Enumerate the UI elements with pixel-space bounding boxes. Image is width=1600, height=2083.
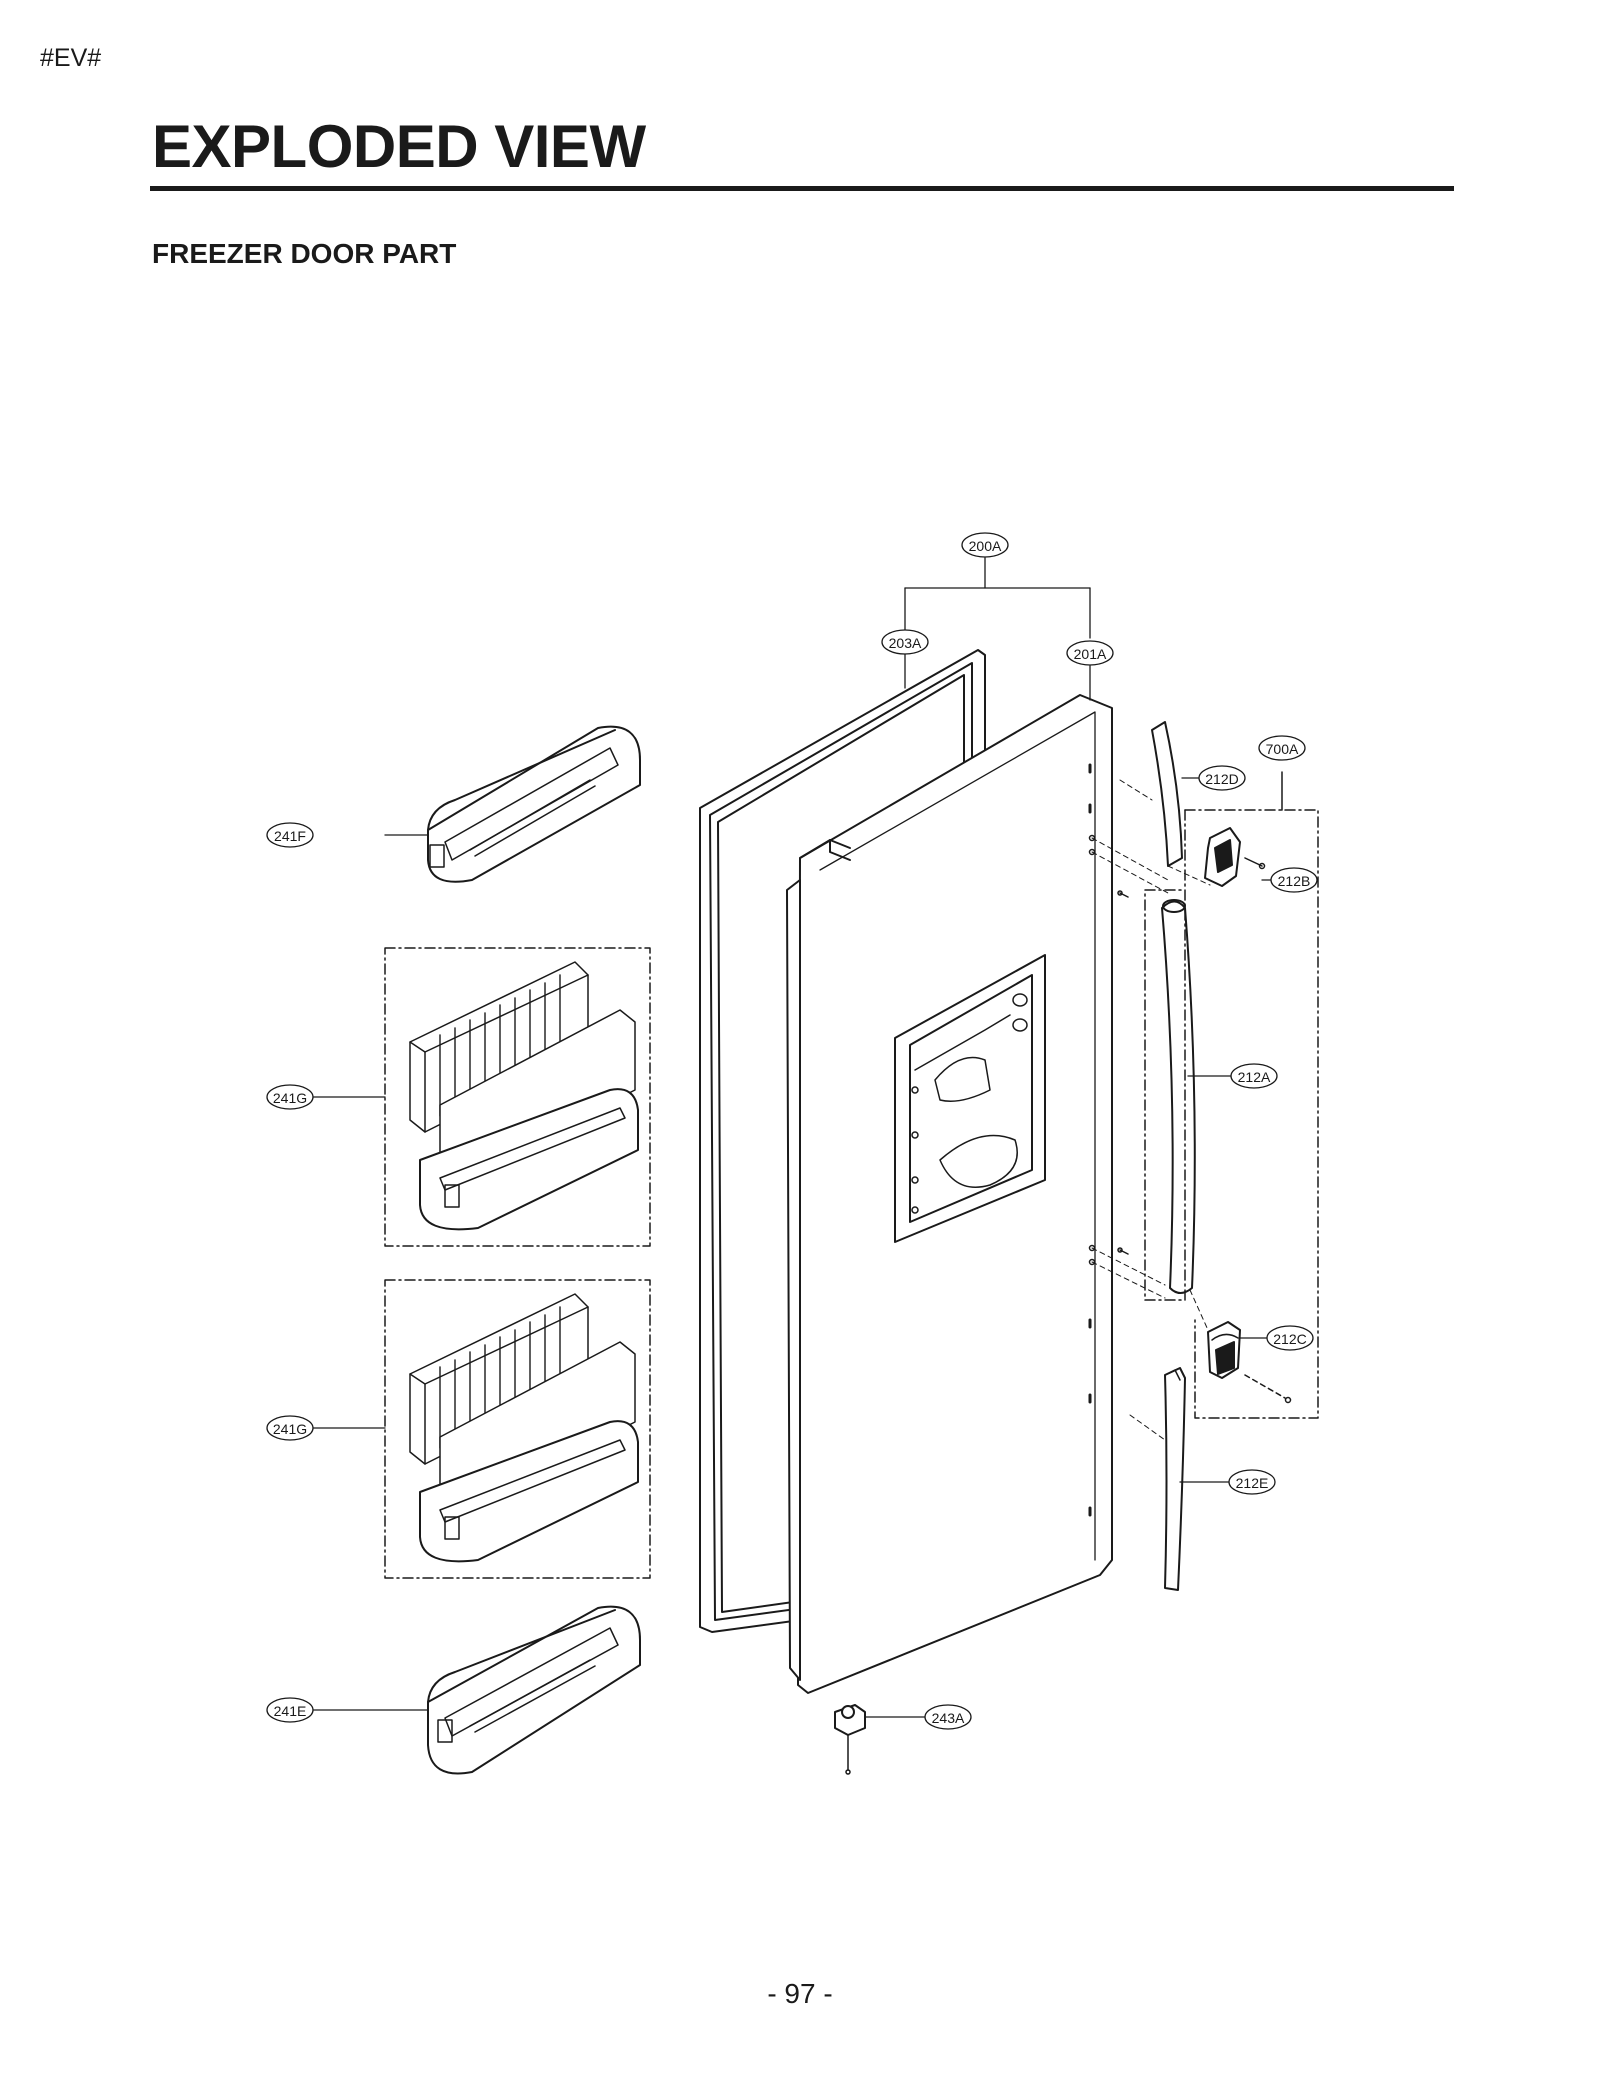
- callout-oval-241G-upper: [266, 1084, 314, 1110]
- page-title: EXPLODED VIEW: [152, 113, 646, 180]
- leader-lines: [311, 557, 1273, 1718]
- callout-oval-200A: [961, 532, 1009, 558]
- page-number: - 97 -: [767, 1978, 833, 2009]
- door-basket-lower: [384, 1279, 651, 1579]
- handle-top-cap: [1151, 721, 1183, 867]
- callout-oval-241G-lower: [266, 1415, 314, 1441]
- door-hinge: [834, 1704, 866, 1775]
- callout-label-212A: 212A: [1238, 1069, 1271, 1085]
- handle-bracket-upper: [1204, 827, 1266, 887]
- handle-bracket-lower: [1207, 1321, 1292, 1404]
- callout-oval-212D: [1198, 765, 1246, 791]
- dispenser-recess: [894, 954, 1046, 1243]
- callout-label-700A: 700A: [1266, 741, 1299, 757]
- door-bin-upper: [427, 725, 641, 883]
- callout-label-212D: 212D: [1205, 771, 1238, 787]
- callout-oval-212E: [1228, 1469, 1276, 1495]
- callout-label-241G-upper: 241G: [273, 1090, 307, 1106]
- door-bin-lower: [427, 1605, 641, 1775]
- callout-label-212E: 212E: [1236, 1475, 1269, 1491]
- callout-oval-212A: [1230, 1063, 1278, 1089]
- section-subtitle: FREEZER DOOR PART: [152, 238, 457, 269]
- handle-bottom-cap: [1164, 1367, 1186, 1591]
- callout-oval-201A: [1066, 640, 1114, 666]
- callout-oval-241E: [266, 1697, 314, 1723]
- callout-oval-243A: [924, 1704, 972, 1730]
- door-handle: [1161, 899, 1196, 1294]
- callout-oval-700A: [1258, 735, 1306, 761]
- assembly-guides: [1091, 779, 1211, 1441]
- callout-label-200A: 200A: [969, 538, 1002, 554]
- title-divider: [150, 186, 1454, 191]
- callout-label-241E: 241E: [274, 1703, 307, 1719]
- handle-assembly-box: [1144, 771, 1319, 1419]
- callout-oval-212B: [1270, 867, 1318, 893]
- document-tag: #EV#: [40, 44, 102, 72]
- callout-ovals: [266, 532, 1318, 1730]
- callout-label-212B: 212B: [1278, 873, 1311, 889]
- callout-oval-212C: [1266, 1325, 1314, 1351]
- callout-oval-241F: [266, 822, 314, 848]
- door-basket-upper: [384, 947, 651, 1247]
- callout-label-201A: 201A: [1074, 646, 1107, 662]
- callout-oval-203A: [881, 629, 929, 655]
- callout-label-203A: 203A: [889, 635, 922, 651]
- callout-label-212C: 212C: [1273, 1331, 1306, 1347]
- callout-label-243A: 243A: [932, 1710, 965, 1726]
- callout-label-241G-lower: 241G: [273, 1421, 307, 1437]
- callout-label-241F: 241F: [274, 828, 306, 844]
